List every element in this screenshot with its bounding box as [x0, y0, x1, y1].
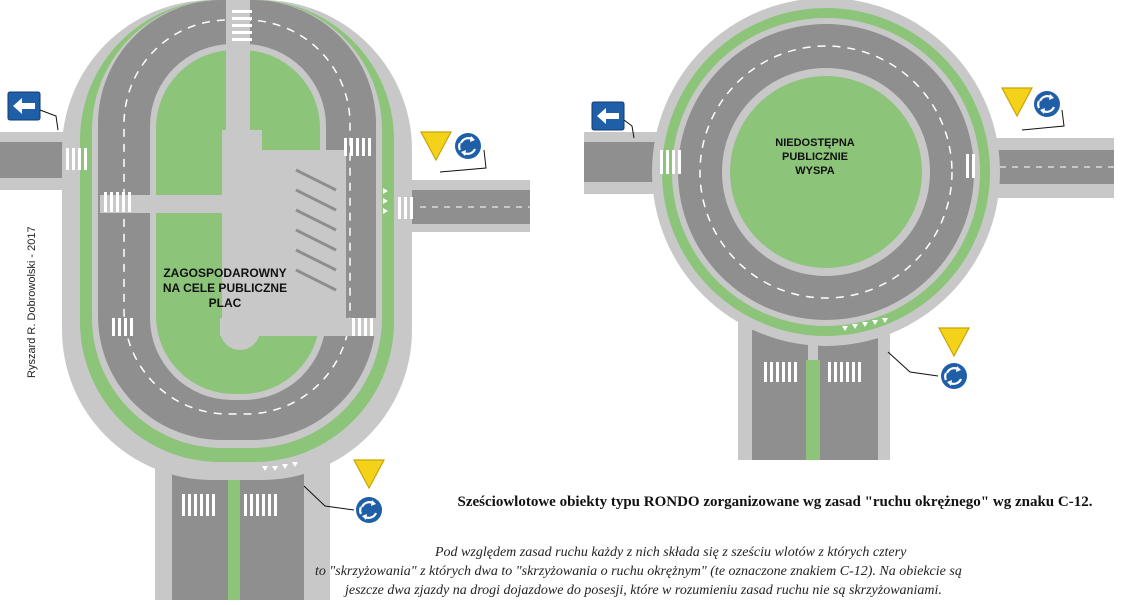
- roundabout-c12-sign-right-south: [937, 359, 971, 393]
- right-crosswalks: [660, 150, 975, 382]
- wyspa-label: NIEDOSTĘPNA PUBLICZNIE WYSPA: [760, 136, 870, 178]
- roundabout-c12-sign-right-east: [1030, 87, 1064, 121]
- plac-label-line-2: NA CELE PUBLICZNE: [162, 281, 288, 295]
- roundabout-c12-sign-left-east: [451, 129, 485, 163]
- wyspa-label-line-2: PUBLICZNIE: [782, 151, 848, 163]
- description-line-2: to "skrzyżowania" z których dwa to "skrz…: [315, 564, 962, 579]
- give-way-sign-right-south: [938, 327, 970, 357]
- wyspa-label-line-3: WYSPA: [795, 165, 835, 177]
- one-way-arrow-sign-left: [7, 91, 41, 121]
- one-way-arrow-sign-right: [591, 101, 625, 131]
- left-roundabout: [0, 0, 530, 600]
- description-line-1: Pod względem zasad ruchu każdy z nich sk…: [435, 545, 907, 560]
- give-way-sign-left-south: [353, 459, 385, 489]
- right-central-island: [730, 76, 922, 268]
- plac-label: ZAGOSPODAROWNY NA CELE PUBLICZNE PLAC: [140, 266, 310, 311]
- give-way-sign-right-east: [1001, 87, 1033, 117]
- diagram-description: Pod względem zasad ruchu każdy z nich sk…: [300, 543, 1130, 600]
- right-roundabout: [584, 0, 1114, 460]
- roundabout-c12-sign-left-south: [352, 493, 386, 527]
- give-way-sign-left-east: [420, 131, 452, 161]
- plac-label-line-1: ZAGOSPODAROWNY: [163, 266, 287, 280]
- plac-label-line-3: PLAC: [208, 296, 242, 310]
- description-line-3: jeszcze dwa zjazdy na drogi dojazdowe do…: [345, 583, 942, 598]
- author-credit: Ryszard R. Dobrowolski - 2017: [26, 226, 38, 378]
- diagram-caption: Sześciowlotowe obiekty typu RONDO zorgan…: [457, 494, 1093, 510]
- wyspa-label-line-1: NIEDOSTĘPNA: [775, 137, 855, 149]
- left-crosswalks: [66, 10, 413, 516]
